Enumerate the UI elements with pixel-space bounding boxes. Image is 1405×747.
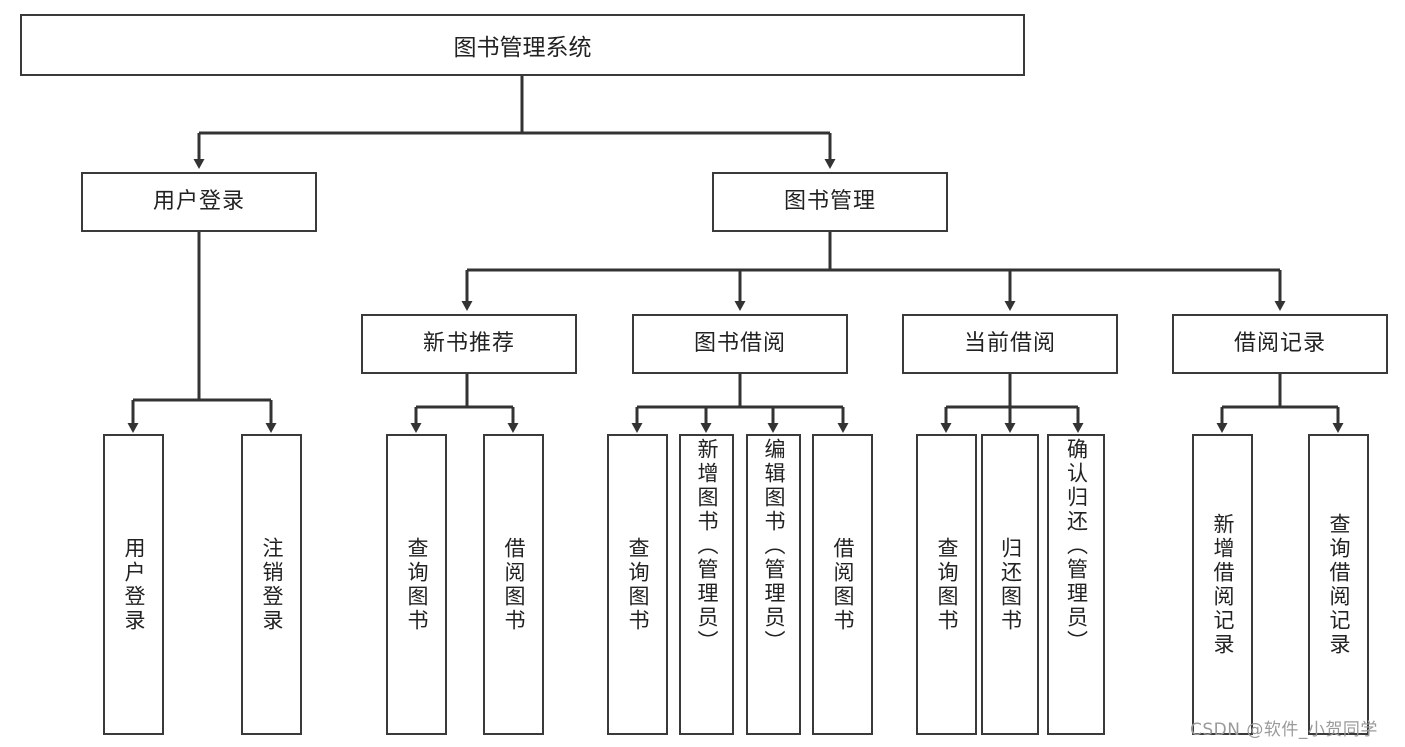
leaf-user-login[interactable]: 用户登录 xyxy=(103,434,164,735)
node-book-borrow[interactable]: 图书借阅 xyxy=(632,314,848,374)
node-new-book-recommend[interactable]: 新书推荐 xyxy=(361,314,577,374)
leaf-text-wrap: 借阅图书 xyxy=(831,436,855,733)
node-book-management[interactable]: 图书管理 xyxy=(712,172,948,232)
leaf-text-wrap: 用户登录 xyxy=(122,436,146,733)
leaf-logout[interactable]: 注销登录 xyxy=(241,434,302,735)
leaf-borrow-book[interactable]: 借阅图书 xyxy=(812,434,873,735)
leaf-confirm-return-admin[interactable]: 确认归还（管理员） xyxy=(1047,434,1105,735)
node-label: 查询图书 xyxy=(935,536,959,633)
leaf-text-wrap: 注销登录 xyxy=(260,436,284,733)
leaf-text-wrap: 编辑图书（管理员） xyxy=(762,436,786,735)
node-label: 借阅图书 xyxy=(831,536,855,633)
node-label: 新增借阅记录 xyxy=(1211,512,1235,657)
leaf-text-wrap: 查询借阅记录 xyxy=(1327,436,1351,733)
node-label: 查询图书 xyxy=(626,536,650,633)
csdn-watermark: CSDN @软件_小贺同学 xyxy=(1190,720,1378,740)
node-label: 图书管理 xyxy=(783,188,876,214)
node-label: 图书借阅 xyxy=(693,330,786,356)
node-label: 编辑图书（管理员） xyxy=(762,438,786,654)
node-label: 用户登录 xyxy=(122,536,146,633)
leaf-return-book[interactable]: 归还图书 xyxy=(981,434,1039,735)
leaf-edit-book-admin[interactable]: 编辑图书（管理员） xyxy=(746,434,801,735)
leaf-text-wrap: 查询图书 xyxy=(935,436,959,733)
leaf-text-wrap: 新增图书（管理员） xyxy=(695,436,719,735)
leaf-text-wrap: 新增借阅记录 xyxy=(1211,436,1235,733)
node-label: 借阅图书 xyxy=(502,536,526,633)
leaf-borrow-book-recommend[interactable]: 借阅图书 xyxy=(483,434,544,735)
node-root-system[interactable]: 图书管理系统 xyxy=(20,14,1025,76)
leaf-text-wrap: 查询图书 xyxy=(405,436,429,733)
leaf-query-book-recommend[interactable]: 查询图书 xyxy=(386,434,447,735)
node-borrow-records[interactable]: 借阅记录 xyxy=(1172,314,1388,374)
leaf-text-wrap: 借阅图书 xyxy=(502,436,526,733)
leaf-text-wrap: 查询图书 xyxy=(626,436,650,733)
node-label: 当前借阅 xyxy=(963,330,1056,356)
node-label: 用户登录 xyxy=(152,188,245,214)
node-user-login[interactable]: 用户登录 xyxy=(81,172,317,232)
leaf-query-borrow-record[interactable]: 查询借阅记录 xyxy=(1308,434,1369,735)
node-label: 借阅记录 xyxy=(1233,330,1326,356)
node-label: 查询图书 xyxy=(405,536,429,633)
node-label: 归还图书 xyxy=(998,536,1023,633)
node-label: 查询借阅记录 xyxy=(1327,512,1351,657)
node-label: 新书推荐 xyxy=(422,330,515,356)
node-label: 注销登录 xyxy=(260,536,284,633)
node-label: 图书管理系统 xyxy=(453,35,592,61)
leaf-text-wrap: 归还图书 xyxy=(998,436,1023,733)
leaf-query-book-borrow[interactable]: 查询图书 xyxy=(607,434,668,735)
leaf-add-borrow-record[interactable]: 新增借阅记录 xyxy=(1192,434,1253,735)
node-current-borrow[interactable]: 当前借阅 xyxy=(902,314,1118,374)
leaf-query-book-current[interactable]: 查询图书 xyxy=(916,434,977,735)
leaf-text-wrap: 确认归还（管理员） xyxy=(1064,436,1089,735)
node-label: 确认归还（管理员） xyxy=(1064,438,1089,654)
leaf-add-book-admin[interactable]: 新增图书（管理员） xyxy=(679,434,734,735)
node-label: 新增图书（管理员） xyxy=(695,438,719,654)
